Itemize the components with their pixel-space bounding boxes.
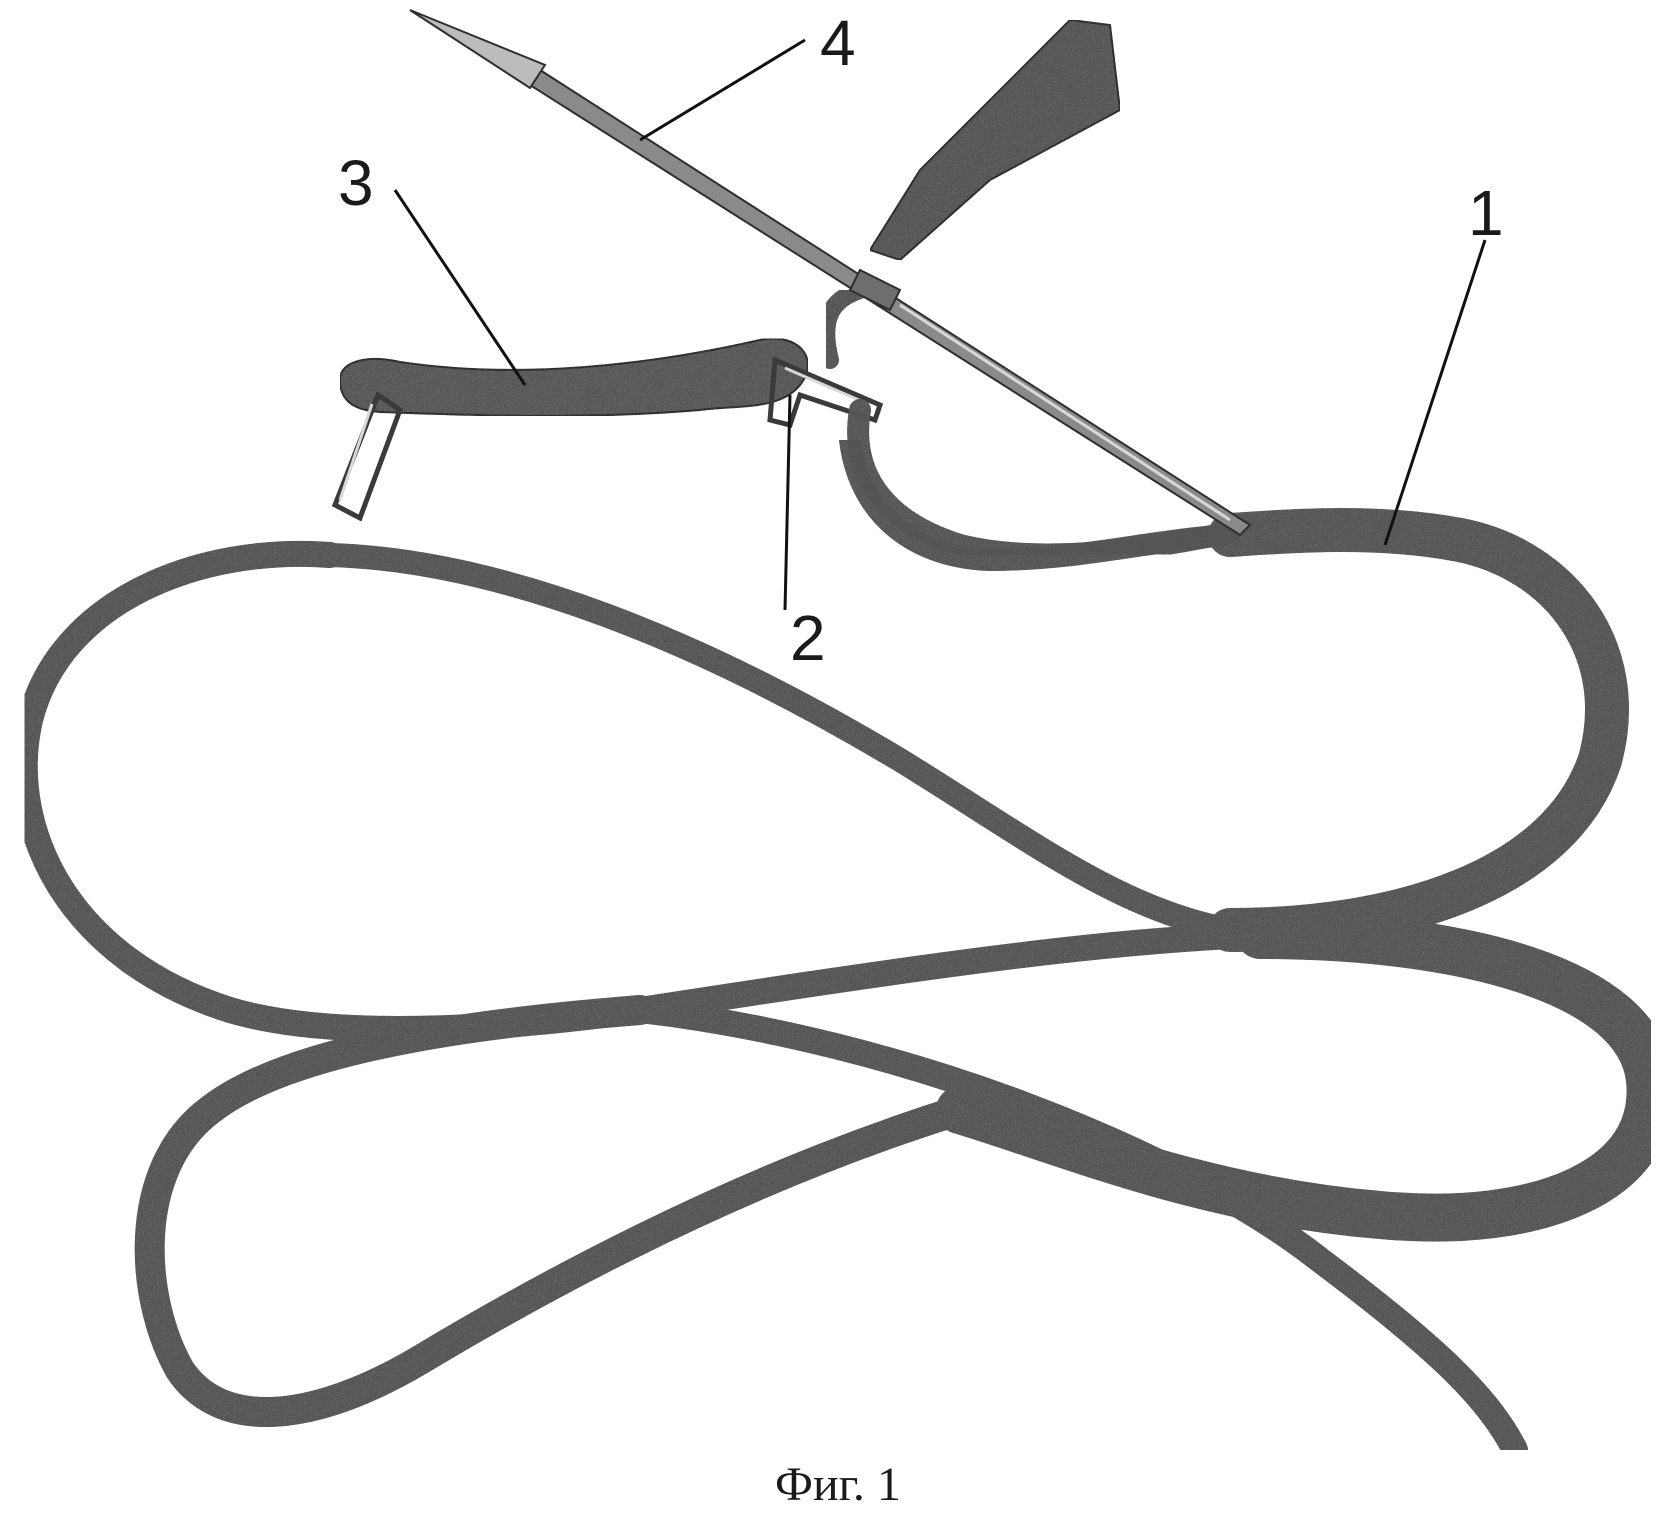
strap-loop	[11, 429, 1675, 1463]
left-clip	[331, 391, 404, 522]
leader-2	[783, 394, 792, 611]
label-harpoon: 4	[820, 7, 856, 79]
harpoon	[409, 9, 1252, 537]
connector-bar	[338, 337, 809, 417]
label-connector: 3	[338, 147, 374, 219]
d-ring	[767, 356, 884, 428]
leader-4	[639, 38, 806, 142]
figure-caption: Фиг. 1	[775, 1458, 901, 1511]
label-strap: 1	[1468, 177, 1504, 249]
leader-3	[393, 189, 527, 386]
leader-lines	[393, 38, 1487, 611]
leader-1	[1383, 239, 1487, 546]
label-ring: 2	[790, 602, 826, 674]
strap-hook-loop	[817, 281, 1251, 566]
